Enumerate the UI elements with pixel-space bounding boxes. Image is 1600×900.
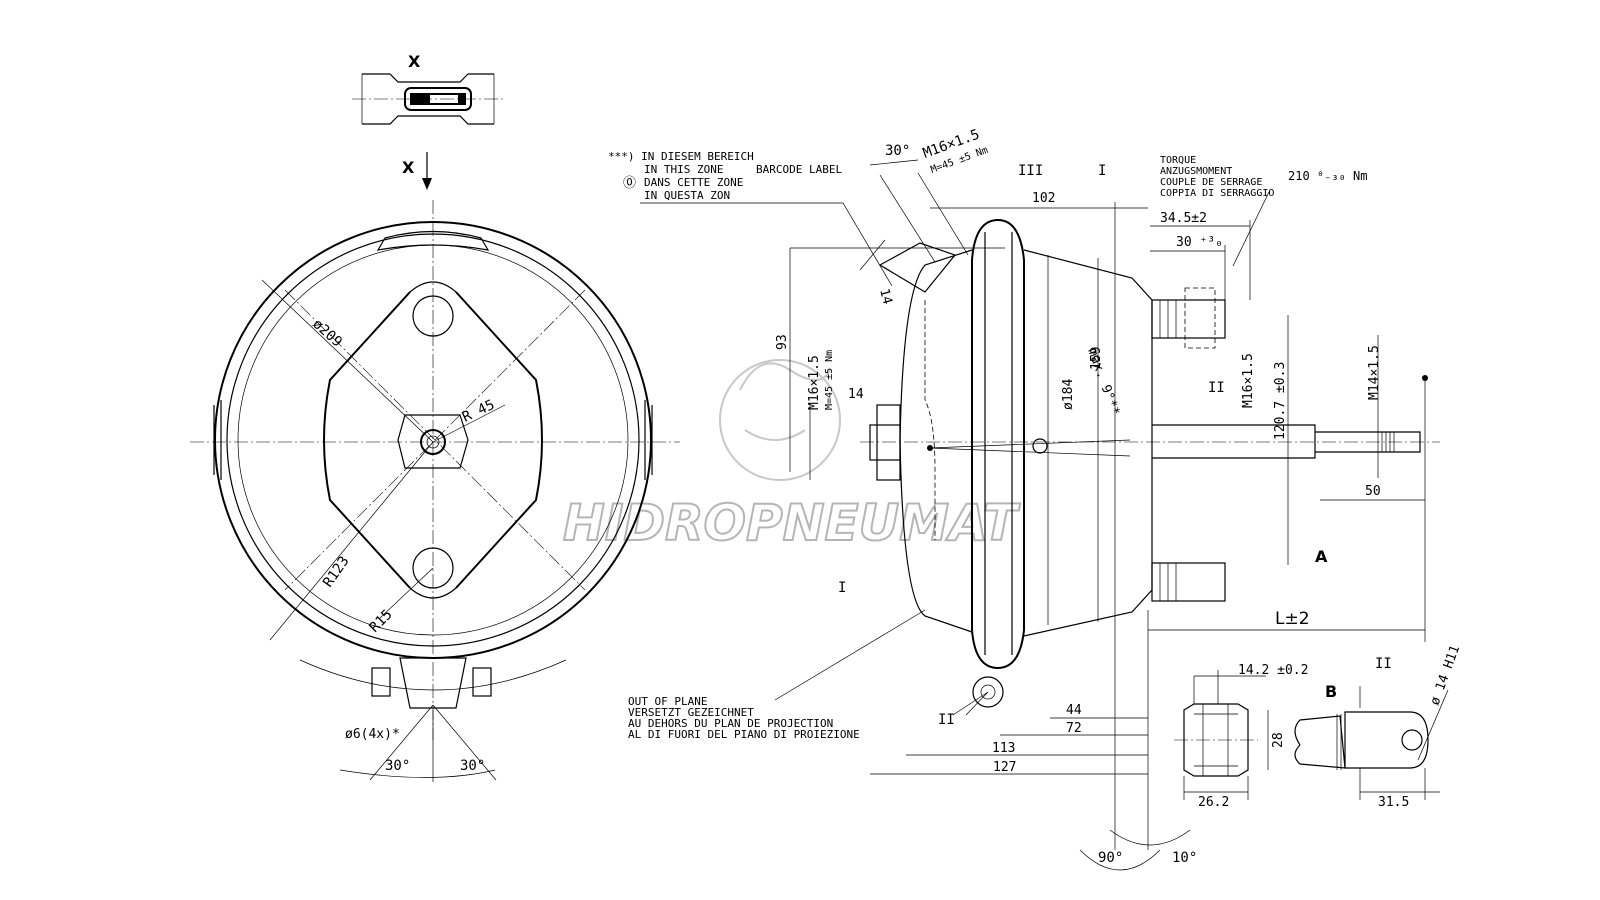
thread-rod: M14×1.5	[1367, 345, 1382, 400]
dim-120-7: 120.7 ±0.3	[1273, 362, 1288, 440]
roman-2c: II	[1375, 656, 1392, 672]
dim-50: 50	[1365, 484, 1381, 499]
roman-2b: II	[938, 712, 955, 728]
l-pm2: L±2	[1275, 609, 1310, 629]
dim-r15: R15	[367, 607, 396, 636]
dim-31-5: 31.5	[1378, 795, 1409, 810]
out-of-plane-line-4: AL DI FUORI DEL PIANO DI PROIEZIONE	[628, 728, 860, 741]
dim-26-2: 26.2	[1198, 795, 1229, 810]
zone-note: ***) IN DIESEM BEREICH IN THIS ZONE DANS…	[608, 150, 893, 287]
dim-113: 113	[992, 741, 1015, 756]
angle-30-top: 30°	[885, 143, 910, 159]
torque-value: 210 ⁰₋₃₀ Nm	[1288, 169, 1367, 183]
dim-14-2: 14.2 ±0.2	[1238, 663, 1308, 678]
dia-14-h11: ø 14 H11	[1428, 643, 1464, 707]
dim-72: 72	[1066, 721, 1082, 736]
dim-14a: 14	[876, 287, 895, 306]
dim-holes: ø6(4x)*	[345, 727, 400, 742]
roman-3: III	[1018, 163, 1043, 179]
torque-note: TORQUE ANZUGSMOMENT COUPLE DE SERRAGE CO…	[1160, 155, 1367, 267]
front-view: X ø209 R 45 R123 R15 ø6(4	[190, 152, 680, 782]
detail-b: B II 14.2 ±0.2 28 26.2 31.5 ø 14 H11	[1174, 643, 1463, 810]
torque-line-4: COPPIA DI SERRAGGIO	[1160, 188, 1274, 199]
thread-right: M16×1.5	[1241, 353, 1256, 408]
dim-dia-209: ø209	[309, 316, 345, 350]
barcode-label: BARCODE LABEL	[756, 163, 842, 176]
torque-left: M=45 ±5 Nm	[824, 350, 835, 410]
dim-34-5: 34.5±2	[1160, 211, 1207, 226]
label-b: B	[1325, 682, 1337, 701]
angle-left: 30°	[385, 758, 410, 774]
dim-159: 159	[1089, 347, 1104, 370]
out-of-plane-note: OUT OF PLANE VERSETZT GEZEICHNET AU DEHO…	[628, 609, 926, 741]
zone-note-line-4: IN QUESTA ZON	[644, 189, 730, 202]
view-x-detail: X	[352, 52, 505, 125]
label-a: A	[1315, 547, 1328, 566]
dim-93: 93	[775, 334, 790, 350]
dim-r45: R 45	[460, 397, 497, 426]
roman-1b: I	[838, 580, 846, 596]
torque-line-3: COUPLE DE SERRAGE	[1160, 177, 1262, 188]
out-of-plane-line-2: VERSETZT GEZEICHNET	[628, 706, 754, 719]
dim-14b: 14	[848, 387, 864, 402]
roman-1: I	[1098, 163, 1106, 179]
out-of-plane-line-3: AU DEHORS DU PLAN DE PROJECTION	[628, 717, 833, 730]
angle-10: 10°	[1172, 850, 1197, 866]
dim-44: 44	[1066, 703, 1082, 718]
roman-2a: II	[1208, 380, 1225, 396]
zone-note-line-2: IN THIS ZONE	[644, 163, 723, 176]
dim-28: 28	[1271, 732, 1286, 748]
dim-r123: R123	[320, 553, 352, 590]
view-x-arrow-label: X	[402, 158, 415, 177]
out-of-plane-line-1: OUT OF PLANE	[628, 695, 707, 708]
angle-right: 30°	[460, 758, 485, 774]
torque-line-2: ANZUGSMOMENT	[1160, 166, 1232, 177]
barcode-symbol: ⓪	[623, 176, 636, 191]
angle-90: 90°	[1098, 850, 1123, 866]
dia-184: ø184	[1061, 379, 1076, 410]
zone-note-line-3: DANS CETTE ZONE	[644, 176, 743, 189]
watermark-logo: HIDROPNEUMAT	[562, 359, 1022, 553]
torque-line-1: TORQUE	[1160, 155, 1196, 166]
dim-30-tol: 30 ⁺³₀	[1176, 235, 1223, 250]
watermark-text: HIDROPNEUMAT	[563, 494, 1021, 552]
thread-left: M16×1.5	[807, 355, 822, 410]
zone-note-line-1: ***) IN DIESEM BEREICH	[608, 150, 754, 163]
dim-102: 102	[1032, 191, 1055, 206]
dim-127: 127	[993, 760, 1016, 775]
view-x-label-top: X	[408, 52, 421, 71]
